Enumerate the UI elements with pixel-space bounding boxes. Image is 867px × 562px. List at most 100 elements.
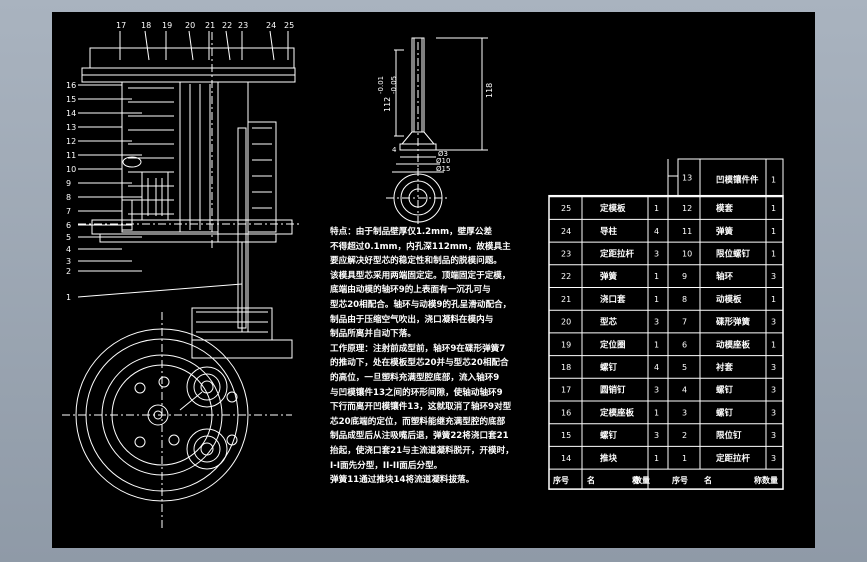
note-line: 与凹模镶件13之间的环形间隙，使轴动轴环9 [330,387,503,398]
bom-cell-no: 7 [682,318,687,327]
dim-d3: Ø3 [438,150,448,158]
bom-footer-no: 序号 [672,475,688,485]
bom-cell-name: 弹簧 [600,271,618,282]
bom-cell-qty: 1 [771,340,776,349]
bom-cell-no: 24 [561,227,571,236]
part-label-15: 15 [66,95,76,104]
bom-cell-qty: 1 [771,227,776,236]
bom-cell-qty: 1 [771,175,776,184]
lower-plate [191,339,293,359]
bom-cell-qty: 1 [654,454,659,463]
bom-cell-no: 18 [561,363,571,372]
mold-assembly-section [62,32,302,528]
part-label-20: 20 [185,21,195,30]
bom-cell-no: 23 [561,249,571,258]
dim-d10: Ø10 [436,157,450,165]
bom-cell-qty: 3 [771,318,776,327]
bom-cell-qty: 1 [771,295,776,304]
bom-cell-name: 凹模镶件件 [716,174,759,185]
bom-cell-name: 推块 [600,453,618,464]
lower-stop-block [191,307,273,341]
pin-dimension-labels: 118 112 -0.01 -0.05 Ø3 Ø10 Ø15 4 [377,76,494,173]
bom-cell-no: 12 [682,204,692,213]
part-label-4: 4 [66,245,71,254]
bom-cell-qty: 1 [654,204,659,213]
part-label-13: 13 [66,123,76,132]
bom-cell-no: 16 [561,408,571,417]
bom-cell-no: 8 [682,295,687,304]
bom-cell-qty: 3 [654,431,659,440]
bom-cell-qty: 3 [654,249,659,258]
bom-cell-qty: 4 [654,363,659,372]
part-label-21: 21 [205,21,215,30]
bom-footer-qty: 数量 [634,475,650,485]
bom-cell-name: 定距拉杆 [715,453,751,464]
technical-notes: 特点：由于制品壁厚仅1.2mm，壁厚公差不得超过0.1mm，内孔深112mm，故… [330,225,550,488]
bom-footer-name: 称 [632,475,640,485]
bom-cell-no: 15 [561,431,571,440]
bom-cell-no: 17 [561,386,571,395]
note-line: 弹簧11通过推块14将流道凝料拔落。 [330,475,475,486]
part-label-5: 5 [66,233,71,242]
bom-cell-no: 3 [682,408,687,417]
bom-cell-name: 衬套 [716,362,734,373]
part-label-9: 9 [66,179,71,188]
bom-cell-name: 限位钉 [716,430,742,441]
bom-cell-name: 定位圈 [599,339,626,350]
bom-cell-no: 10 [682,249,692,258]
part-label-16: 16 [66,81,76,90]
bom-footer-no: 序号 [553,475,569,485]
bom-cell-name: 导柱 [600,226,618,237]
part-label-25: 25 [284,21,294,30]
bom-cell-qty: 1 [771,204,776,213]
bom-cell-name: 圆销钉 [600,385,626,396]
bom-cell-name: 螺钉 [600,430,618,441]
part-label-10: 10 [66,165,76,174]
bom-cell-name: 动模板 [716,294,742,305]
dim-tol-lower: -0.05 [390,76,398,94]
bom-cell-no: 19 [561,340,571,349]
part-label-3: 3 [66,257,71,266]
bom-cell-qty: 3 [771,386,776,395]
bom-cell-qty: 4 [654,227,659,236]
part-label-6: 6 [66,221,71,230]
bom-cell-name: 型芯 [600,317,618,328]
bom-cell-name: 模套 [716,203,734,214]
bom-cell-qty: 1 [654,408,659,417]
note-line: 底端由动模的轴环9的上表面有一沉孔可与 [330,285,491,296]
note-line: I-I面先分型，II-II面后分型。 [330,460,443,471]
part-label-7: 7 [66,207,71,216]
note-line: 的推动下，处在模板型芯20并与型芯20相配合 [330,358,509,369]
bom-footer-name: 名 [587,475,595,485]
bom-cell-no: 1 [682,454,687,463]
plan-view [62,312,292,528]
bom-cell-name: 定模板 [599,203,626,214]
note-line: 制品成型后从注吸嘴后退，弹簧22将浇口套21 [330,431,509,442]
part-label-17: 17 [116,21,126,30]
part-label-12: 12 [66,137,76,146]
part-label-14: 14 [66,109,76,118]
bom-cell-name: 动模座板 [716,339,751,350]
bom-cell-no: 13 [682,173,692,182]
bom-cell-no: 20 [561,318,571,327]
guide-pin [121,199,133,231]
dim-d15: Ø15 [436,165,450,173]
collar-ring [141,171,169,221]
note-line: 抬起，使浇口套21与主流道凝料脱开，开模时， [330,445,514,456]
part-label-8: 8 [66,193,71,202]
bom-cell-no: 22 [561,272,571,281]
bom-cell-no: 2 [682,431,687,440]
note-line: 下行而离开凹模镶件13，这就取消了轴环9对型 [330,402,512,413]
part-label-11: 11 [66,151,76,160]
note-line: 芯20底端的定位，而塑料能继充满型腔的底部 [330,416,506,427]
bom-cell-no: 9 [682,272,687,281]
note-line: 特点：由于制品壁厚仅1.2mm，壁厚公差 [330,227,493,237]
spring-detail [122,156,142,168]
bom-cell-qty: 1 [771,249,776,258]
part-label-1: 1 [66,293,71,302]
bom-cell-qty: 1 [654,295,659,304]
core-pin-detail [386,37,488,228]
note-line: 型芯20相配合。轴环与动模9的孔呈滑动配合， [330,299,512,310]
